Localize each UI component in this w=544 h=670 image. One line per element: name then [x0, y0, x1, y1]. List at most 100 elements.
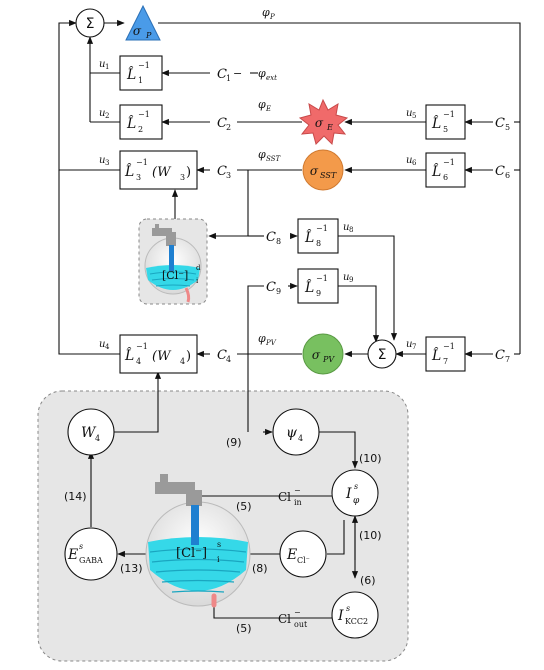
svg-text:u: u: [406, 339, 412, 350]
svg-text:s: s: [217, 540, 221, 549]
svg-text:−: −: [294, 486, 301, 495]
svg-text:C: C: [217, 116, 227, 131]
svg-text:φ: φ: [262, 6, 270, 19]
svg-text:4: 4: [226, 355, 231, 364]
svg-text:1: 1: [105, 63, 109, 71]
svg-text:(5): (5): [236, 622, 252, 635]
svg-text:d: d: [196, 264, 201, 272]
sigma-sst-sub: SST: [320, 171, 337, 180]
svg-text:φ: φ: [353, 496, 360, 506]
svg-text:−1: −1: [316, 274, 328, 283]
L8-box: [297, 218, 339, 254]
svg-text:(6): (6): [360, 574, 376, 587]
svg-text:1: 1: [226, 74, 231, 83]
svg-text:(13): (13): [120, 562, 143, 575]
L1-box: [119, 55, 163, 91]
svg-text:i: i: [196, 277, 199, 285]
svg-text:φ: φ: [258, 148, 266, 161]
svg-text:C: C: [266, 230, 276, 245]
svg-text:GABA: GABA: [79, 556, 103, 565]
svg-text:−1: −1: [443, 158, 455, 167]
svg-text:4: 4: [136, 357, 141, 366]
soma-chloride-illustration: [Cl⁻] s i: [145, 474, 251, 608]
svg-text:−1: −1: [136, 158, 148, 167]
cl-s-label: [Cl⁻]: [176, 546, 207, 561]
sigma-pv-label: σ: [312, 348, 321, 362]
svg-text:3: 3: [226, 171, 231, 180]
sigma-p-label: σ: [133, 24, 142, 38]
svg-text:I: I: [337, 608, 344, 624]
svg-text:SST: SST: [266, 155, 281, 163]
svg-text:Cl: Cl: [278, 612, 291, 626]
svg-text:s: s: [79, 542, 83, 551]
svg-text:E: E: [67, 547, 78, 563]
svg-text:7: 7: [505, 355, 510, 364]
sum-node-mid: [367, 339, 397, 369]
svg-text:C: C: [217, 67, 227, 82]
svg-text:C: C: [495, 116, 505, 131]
L9-box: [297, 268, 339, 304]
svg-text:4: 4: [298, 434, 303, 443]
svg-text:u: u: [99, 108, 105, 119]
sigma-pv-sub: PV: [322, 355, 335, 364]
sum-mid-symbol: Σ: [378, 347, 387, 363]
svg-text:φ: φ: [258, 332, 266, 345]
svg-text:P: P: [269, 13, 275, 21]
svg-text:u: u: [99, 59, 105, 70]
svg-text:φ: φ: [258, 98, 266, 111]
svg-text:u: u: [406, 155, 412, 166]
sigma-p-sub: P: [145, 31, 152, 40]
sigma-e-label: σ: [315, 116, 324, 130]
L2-label: L̂ 2 −1: [126, 110, 150, 134]
svg-text:L̂: L̂: [124, 346, 134, 364]
svg-text:2: 2: [105, 112, 109, 120]
svg-text:C: C: [266, 280, 276, 295]
svg-text:s: s: [354, 482, 358, 491]
svg-text:6: 6: [505, 171, 510, 180]
svg-text:−1: −1: [443, 342, 455, 351]
sigma-sst-circle: [302, 149, 344, 191]
svg-text:L̂: L̂: [126, 65, 136, 83]
svg-text:8: 8: [316, 239, 321, 248]
W4-node: [67, 408, 115, 456]
L2-box: [119, 104, 163, 140]
I-phi-text: I s φ: [345, 482, 360, 506]
svg-text:−: −: [294, 608, 301, 617]
svg-text:out: out: [294, 620, 308, 629]
sigma-pv-circle: [302, 333, 344, 375]
svg-text:W: W: [81, 425, 97, 441]
E-cl-node: [279, 530, 327, 578]
svg-text:L̂: L̂: [124, 162, 134, 180]
L3-box: [119, 150, 198, 190]
svg-text:I: I: [345, 486, 352, 502]
svg-text:PV: PV: [265, 339, 277, 347]
L4-box: [119, 334, 198, 374]
L7-box: [425, 336, 466, 372]
I-kcc2-node: [331, 591, 379, 639]
svg-text:): ): [186, 165, 191, 180]
svg-text:C: C: [217, 164, 227, 179]
svg-text:3: 3: [105, 159, 109, 167]
svg-text:−1: −1: [138, 110, 150, 119]
svg-text:−: −: [233, 67, 242, 80]
svg-text:Cl⁻: Cl⁻: [297, 556, 310, 565]
svg-text:L̂: L̂: [431, 346, 441, 364]
L6-label: L̂ 6 −1: [431, 158, 455, 182]
psi4-node: [272, 408, 320, 456]
E-gaba-node: [64, 527, 118, 581]
svg-text:(14): (14): [64, 490, 87, 503]
E-gaba-text: E s GABA: [67, 542, 103, 565]
svg-text:8: 8: [276, 237, 281, 246]
svg-text:6: 6: [443, 173, 448, 182]
sigma-e-star: [298, 98, 349, 146]
L1-label: L̂ 1 −1: [126, 61, 150, 85]
svg-text:L̂: L̂: [431, 114, 441, 132]
svg-text:u: u: [99, 339, 105, 350]
svg-text:L̂: L̂: [304, 228, 314, 246]
svg-text:C: C: [495, 164, 505, 179]
svg-text:3: 3: [180, 173, 185, 182]
L5-label: L̂ 5 −1: [431, 110, 455, 134]
svg-text:7: 7: [412, 343, 416, 351]
svg-text:C: C: [217, 348, 227, 363]
svg-text:6: 6: [412, 159, 417, 167]
